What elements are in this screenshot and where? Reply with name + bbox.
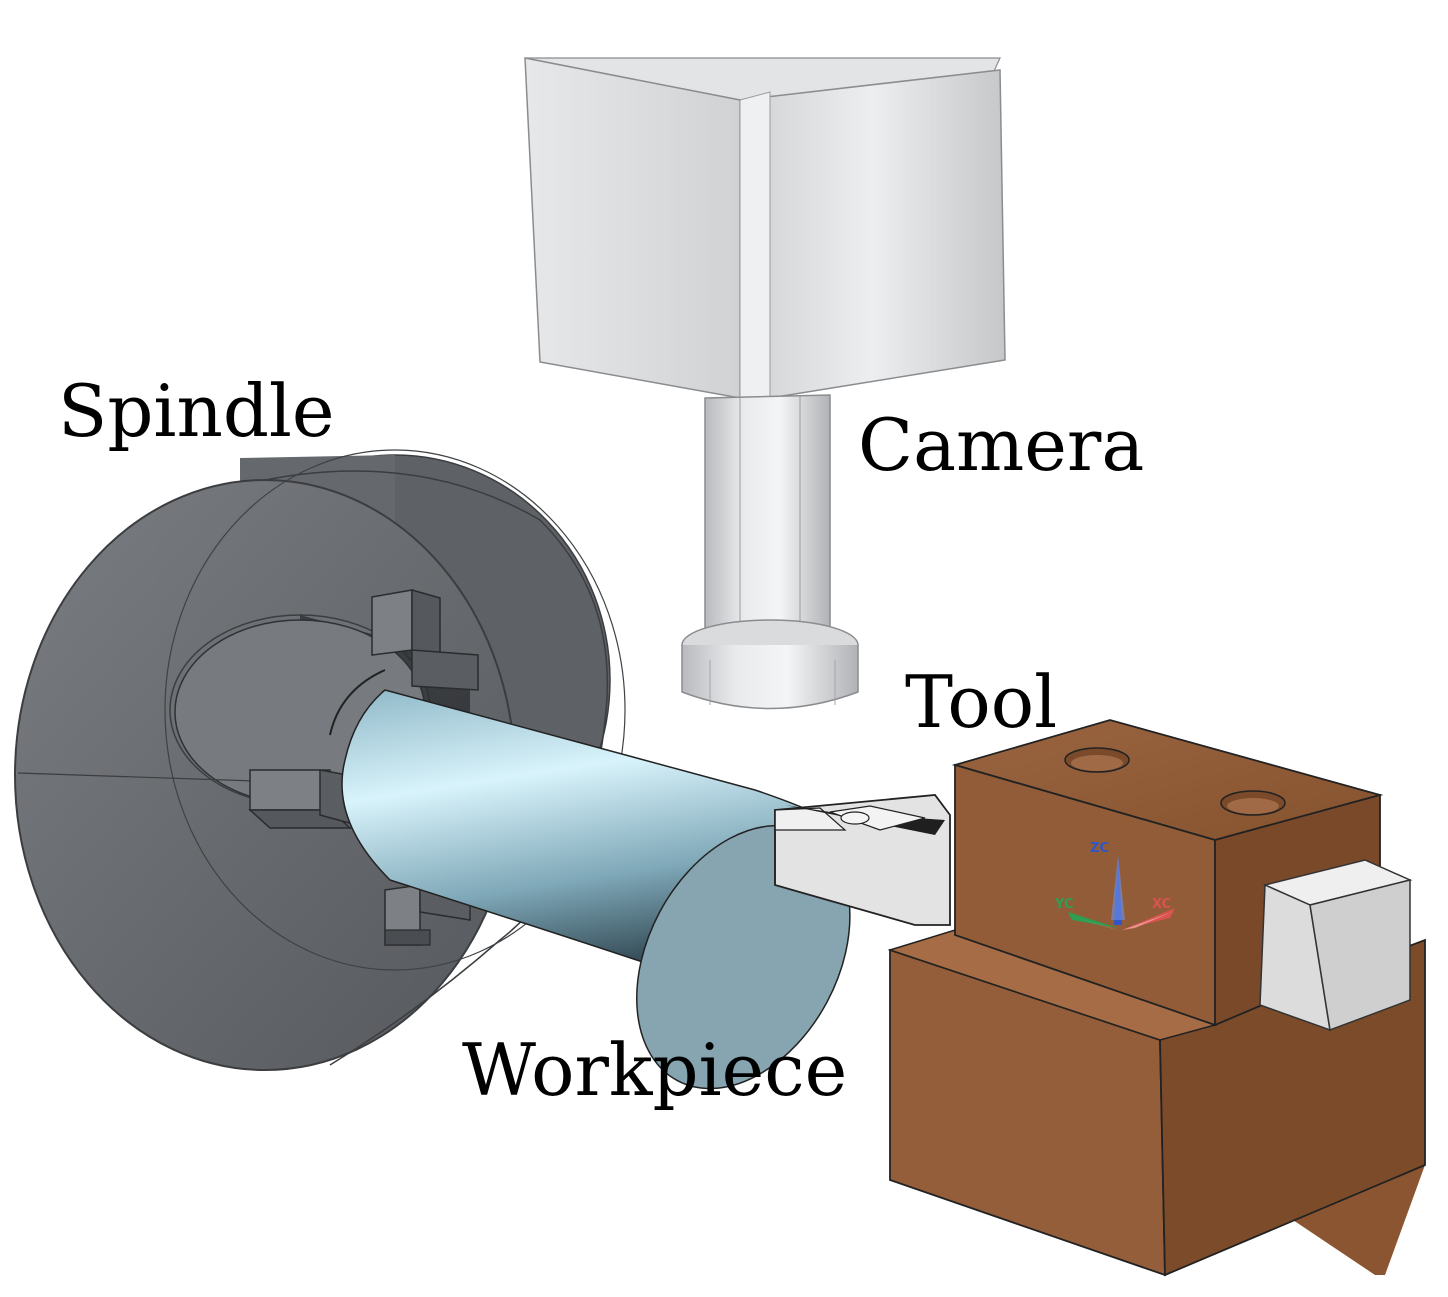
spindle-chuck xyxy=(14,449,626,1071)
coordinate-triad: ZC YC XC xyxy=(1054,841,1175,930)
cutting-tool-insert xyxy=(774,794,951,926)
axis-x-arrow xyxy=(1122,908,1175,930)
spindle-label: Spindle xyxy=(58,369,335,453)
axis-x-label: XC xyxy=(1152,897,1171,912)
camera-lens-shaft xyxy=(704,394,831,641)
side-clamp-block xyxy=(1259,859,1413,1032)
tool-label: Tool xyxy=(905,660,1057,744)
tool-holder-block xyxy=(887,719,1426,1277)
chuck-jaw-top xyxy=(371,589,479,691)
camera-body xyxy=(524,57,1006,710)
workpiece-label: Workpiece xyxy=(462,1028,847,1112)
camera-label: Camera xyxy=(858,403,1144,487)
camera-lens-ring xyxy=(681,619,859,710)
axis-y-arrow xyxy=(1068,912,1118,928)
axis-y-label: YC xyxy=(1054,897,1074,912)
axis-z-label: ZC xyxy=(1090,841,1109,856)
